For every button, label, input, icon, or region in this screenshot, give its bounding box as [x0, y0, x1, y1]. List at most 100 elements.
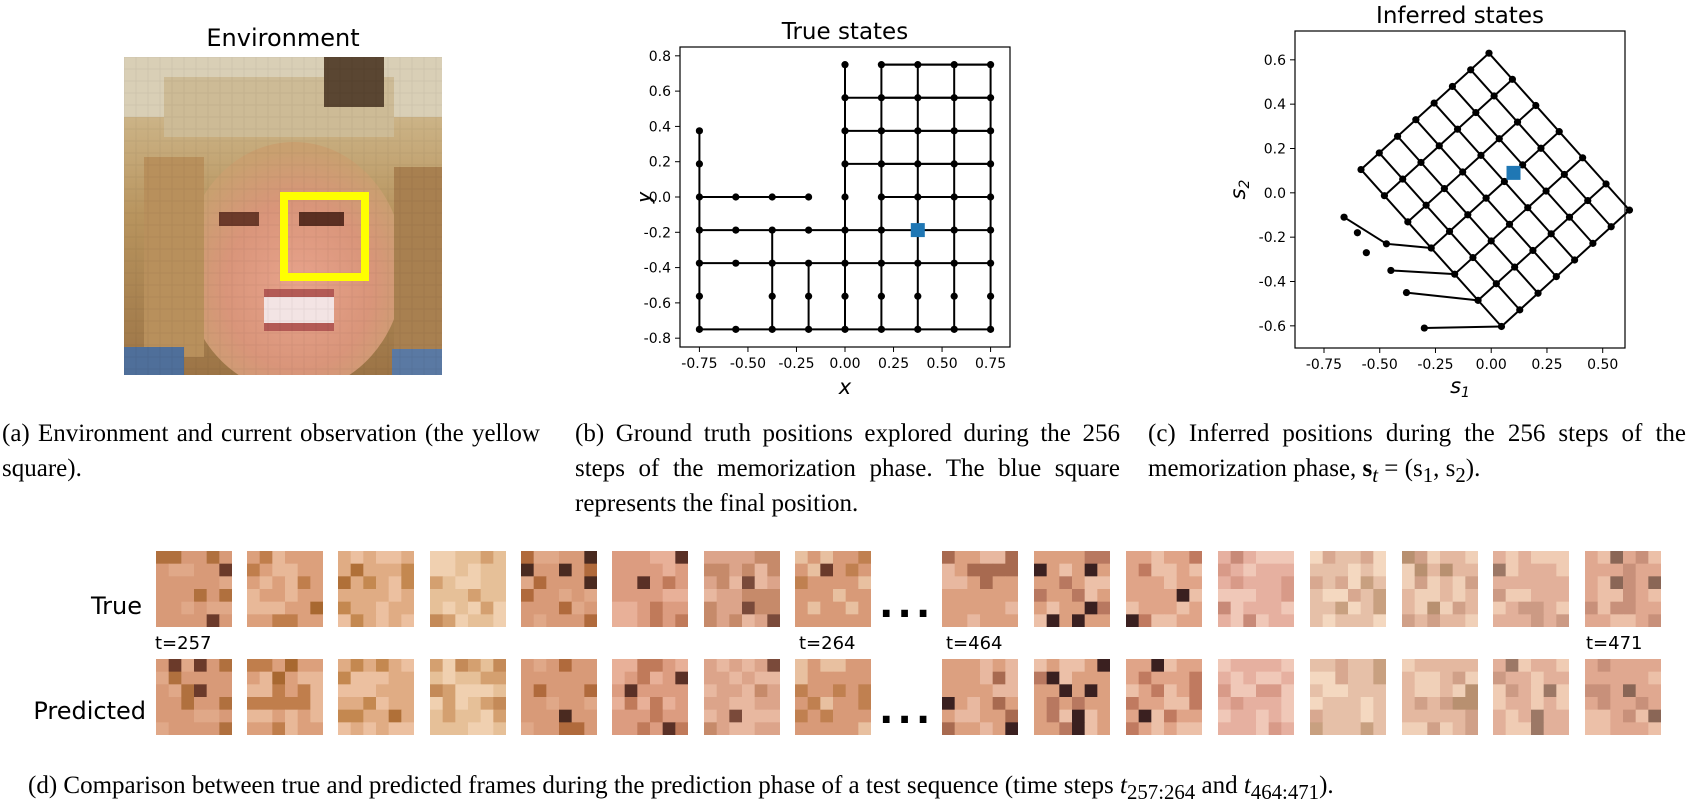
- state-point: [914, 193, 922, 201]
- state-point: [1602, 180, 1610, 188]
- predicted-frame: [942, 659, 1018, 735]
- panel-a-title: Environment: [206, 24, 360, 52]
- state-point: [950, 325, 958, 333]
- state-point: [1508, 75, 1516, 83]
- final-position-marker: [910, 223, 925, 238]
- state-point: [1560, 170, 1568, 179]
- predicted-frame: [1493, 659, 1569, 735]
- state-point: [768, 193, 776, 201]
- state-point: [1467, 66, 1475, 74]
- state-point: [1399, 175, 1407, 183]
- state-point: [914, 325, 922, 333]
- true-frame: [612, 551, 688, 627]
- state-point: [841, 193, 849, 201]
- state-point: [1472, 108, 1480, 117]
- t-label-471: t=471: [1586, 633, 1643, 654]
- state-point: [805, 325, 813, 333]
- state-point: [877, 61, 885, 69]
- true-frame: [704, 551, 780, 627]
- state-point: [841, 94, 849, 102]
- true-frame: [1126, 551, 1202, 627]
- panel-d-caption: (d) Comparison between true and predicte…: [28, 772, 1334, 804]
- y-axis-label: y: [640, 190, 655, 204]
- row-label-true: True: [91, 592, 142, 620]
- state-point: [841, 325, 849, 333]
- state-point: [1511, 263, 1519, 271]
- state-point: [877, 292, 885, 300]
- true-frame: [430, 551, 506, 627]
- state-point: [877, 226, 885, 234]
- y-tick-label: -0.6: [1259, 319, 1286, 335]
- chart-title: True states: [781, 19, 908, 45]
- x-tick-label: -0.75: [681, 356, 717, 372]
- predicted-frame: [1585, 659, 1661, 735]
- y-tick-label: 0.2: [1264, 141, 1286, 157]
- predicted-frame: [521, 659, 597, 735]
- state-point: [1448, 82, 1457, 91]
- state-point: [1532, 101, 1540, 110]
- y-tick-label: 0.4: [1264, 97, 1286, 113]
- state-point: [841, 127, 849, 135]
- state-point: [1469, 253, 1477, 262]
- panel-c-caption: (c) Inferred positions during the 256 st…: [1148, 420, 1686, 487]
- state-point: [1453, 125, 1462, 133]
- x-axis-label: s1: [1450, 374, 1470, 400]
- state-point: [1537, 144, 1545, 152]
- state-point: [1547, 230, 1555, 238]
- state-point: [695, 325, 704, 333]
- state-point: [914, 259, 922, 267]
- trajectory-segment: [1477, 183, 1607, 302]
- state-point: [695, 193, 704, 201]
- trajectory-segment: [1500, 209, 1631, 328]
- state-point: [986, 292, 995, 300]
- x-tick-label: -0.25: [1417, 357, 1453, 373]
- state-point: [1422, 201, 1430, 209]
- state-point: [950, 94, 958, 102]
- state-point: [1451, 270, 1459, 278]
- state-point: [1513, 118, 1522, 126]
- trajectory-segment: [1453, 157, 1584, 275]
- state-point: [1477, 151, 1485, 159]
- trajectory-segment: [1386, 242, 1432, 250]
- state-point: [732, 193, 740, 201]
- state-point: [1584, 196, 1592, 205]
- state-point: [1445, 227, 1454, 235]
- trajectory-segment: [1407, 104, 1537, 223]
- state-point: [1565, 213, 1574, 221]
- state-point: [986, 325, 995, 333]
- true-frame: [247, 551, 323, 627]
- state-point: [1427, 244, 1435, 252]
- state-point: [914, 292, 922, 300]
- x-tick-label: -0.75: [1306, 357, 1342, 373]
- state-point: [1353, 229, 1362, 237]
- state-point: [986, 259, 995, 267]
- t-label-464: t=464: [946, 633, 1003, 654]
- y-tick-label: -0.4: [644, 261, 671, 277]
- predicted-frame: [1402, 659, 1478, 735]
- t-label-264: t=264: [799, 633, 856, 654]
- state-point: [1625, 206, 1634, 214]
- state-point: [841, 226, 849, 234]
- y-tick-label: -0.4: [1259, 274, 1286, 290]
- state-point: [1524, 204, 1532, 212]
- state-point: [1487, 237, 1495, 245]
- state-point: [805, 292, 813, 300]
- state-point: [1505, 220, 1514, 228]
- state-point: [695, 292, 704, 300]
- ellipsis-predicted: ...: [879, 688, 935, 732]
- x-tick-label: -0.50: [1362, 357, 1398, 373]
- state-point: [986, 94, 995, 102]
- x-tick-label: 0.25: [1531, 357, 1562, 373]
- y-tick-label: -0.2: [644, 225, 671, 241]
- state-point: [914, 160, 922, 168]
- state-point: [1357, 165, 1365, 174]
- state-point: [986, 226, 995, 234]
- state-point: [950, 127, 958, 135]
- state-point: [1552, 273, 1560, 281]
- state-point: [877, 160, 885, 168]
- state-point: [805, 226, 813, 234]
- predicted-frame: [247, 659, 323, 735]
- state-point: [877, 193, 885, 201]
- x-tick-label: 0.00: [829, 356, 860, 372]
